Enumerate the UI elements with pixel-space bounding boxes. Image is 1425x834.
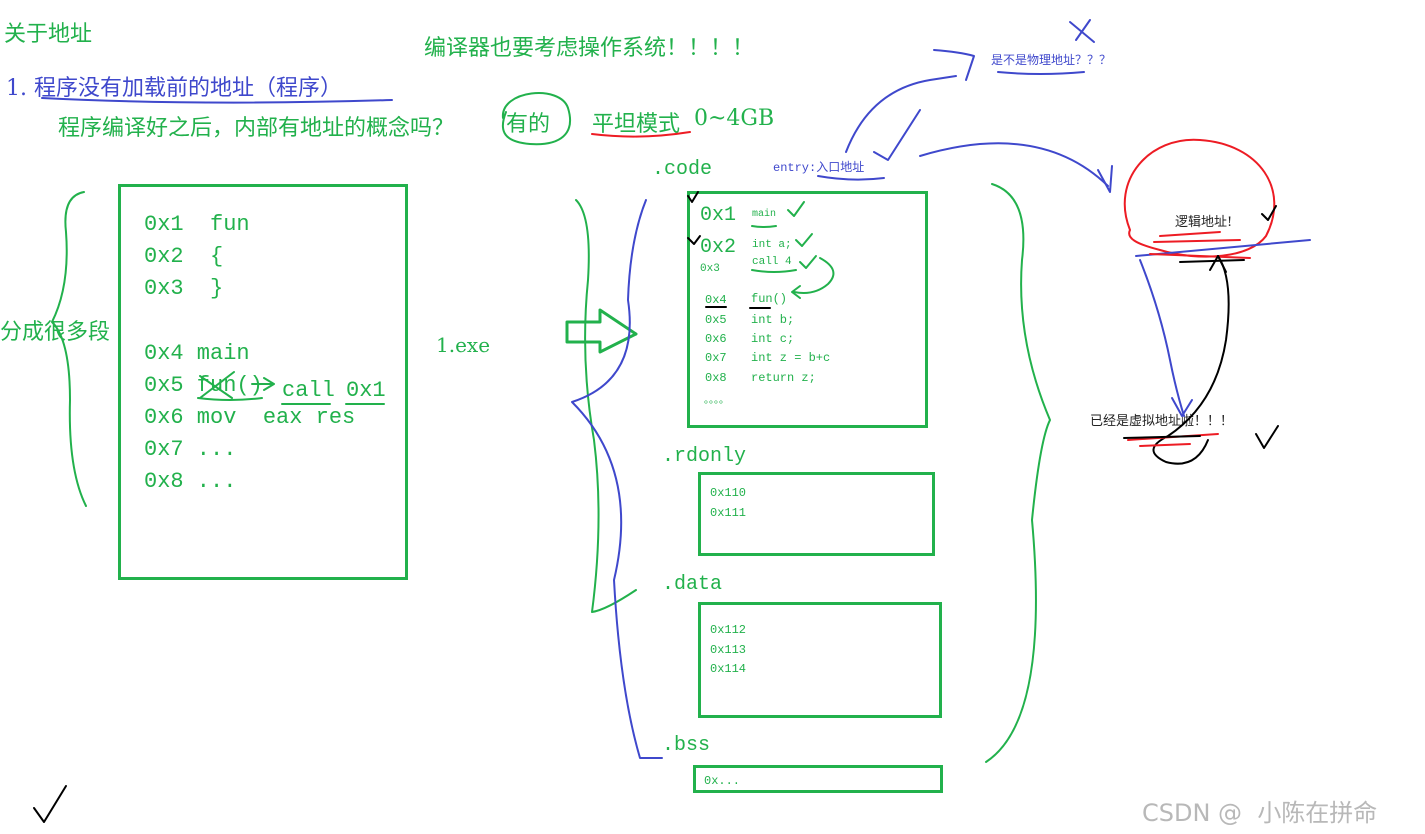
program-line-6: 0x6 mov eax res (144, 405, 356, 430)
code-0x3: 0x3 (700, 263, 720, 273)
loop-to-logical (1152, 255, 1230, 465)
code-big-0x2: 0x2 (700, 236, 737, 259)
rdonly-line-2: 0x111 (710, 506, 747, 520)
compiler-note: 编译器也要考虑操作系统！！！！ (424, 36, 755, 61)
data-line-1: 0x112 (710, 623, 747, 637)
entry-annotation: entry:入口地址 (773, 161, 865, 175)
hollow-right-arrow (565, 308, 638, 354)
data-line-3: 0x114 (710, 662, 747, 676)
program-box (118, 184, 408, 580)
data-section-label: .data (662, 573, 723, 596)
code-section-label: .code (652, 158, 713, 181)
code-section-box (687, 191, 928, 428)
rdonly-section-label: .rdonly (662, 445, 747, 468)
code-int-a: int a; (752, 239, 792, 251)
code-row-1-addr: 0x5 (705, 313, 727, 327)
bss-line-1: 0x... (704, 774, 741, 788)
rdonly-line-1: 0x110 (710, 486, 747, 500)
logical-address-label: 逻辑地址! (1175, 215, 1233, 230)
code-main: main (752, 209, 777, 220)
code-row-2-text: int c; (751, 332, 795, 346)
watermark: CSDN @ 小陈在拼命 (1142, 799, 1378, 827)
code-dots: 。。。。 (704, 395, 729, 406)
code-row-1-text: int b; (751, 313, 795, 327)
call-target: 0x1 (346, 378, 386, 403)
program-line-1: 0x1 fun (144, 212, 250, 237)
program-line-3: 0x3 } (144, 276, 224, 301)
logical-circle (1123, 138, 1276, 258)
program-line-2: 0x2 { (144, 244, 224, 269)
code-row-3-addr: 0x7 (705, 351, 727, 365)
data-section-box (698, 602, 942, 718)
bss-section-label: .bss (662, 734, 711, 757)
bss-section-box (693, 765, 943, 793)
code-call-4: call 4 (752, 256, 792, 268)
program-line-8: 0x8 ... (144, 469, 237, 494)
brace-label: 分成很多段 (0, 320, 111, 345)
range-text: 0~4GB (694, 106, 775, 131)
physical-question: 是不是物理地址？？？ (991, 53, 1112, 67)
code-row-4-addr: 0x8 (705, 371, 727, 385)
question-text: 程序编译好之后，内部有地址的概念吗？ (58, 116, 455, 141)
title-text: 关于地址 (4, 22, 93, 47)
x-mark (1069, 19, 1095, 43)
code-row-4-text: return z; (751, 371, 816, 385)
code-row-2-addr: 0x6 (705, 332, 727, 346)
arrow-to-physical (933, 49, 975, 81)
data-line-2: 0x113 (710, 643, 747, 657)
exe-label: 1.exe (436, 333, 491, 357)
rdonly-section-box (698, 472, 935, 556)
sections-brace-green (575, 199, 637, 613)
answer-text: 有的 (506, 112, 551, 137)
code-big-0x1: 0x1 (700, 204, 737, 227)
right-brace (985, 183, 1051, 763)
virtual-address-label: 已经是虚拟地址啦！！！ (1090, 414, 1234, 429)
program-line-7: 0x7 ... (144, 437, 237, 462)
sections-brace-blue (571, 199, 663, 759)
left-brace (51, 191, 87, 507)
call-text: call (282, 378, 335, 403)
code-row-0-addr: 0x4 (705, 293, 727, 307)
code-row-0-text: fun() (751, 292, 788, 306)
point-1-text: 1. 程序没有加载前的地址（程序） (6, 76, 342, 101)
code-row-3-text: int z = b+c (751, 351, 831, 365)
flat-mode-text: 平坦模式 (592, 112, 681, 137)
check-mark (33, 785, 67, 823)
program-line-5: 0x5 fun() (144, 373, 263, 398)
program-line-4: 0x4 main (144, 341, 250, 366)
arrow-to-logical (919, 142, 1109, 187)
arrow-to-virtual (1139, 259, 1185, 417)
